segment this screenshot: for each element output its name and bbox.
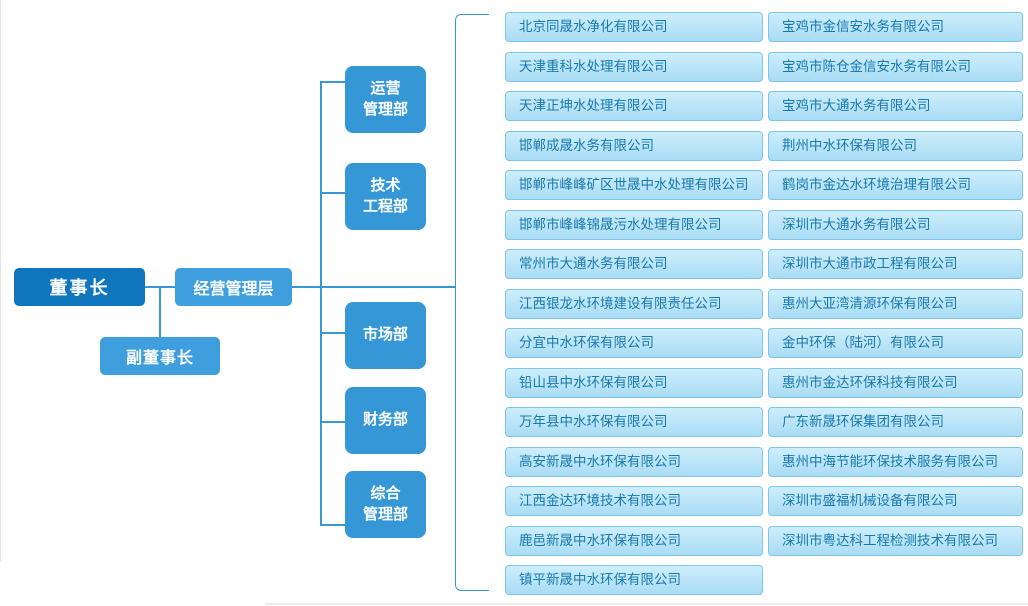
company-node: 高安新晟中水环保有限公司 — [505, 446, 763, 477]
company-node: 深圳市大通水务有限公司 — [768, 209, 1023, 240]
company-node: 邯郸市峰峰锦晟污水处理有限公司 — [505, 209, 763, 240]
node-department: 市场部 — [345, 302, 426, 369]
connector-dept-stub — [320, 421, 345, 423]
company-node: 深圳市大通市政工程有限公司 — [768, 249, 1023, 279]
connector-management-companies — [292, 286, 456, 288]
company-node: 万年县中水环保有限公司 — [505, 407, 763, 437]
company-node: 金中环保（陆河）有限公司 — [768, 328, 1023, 358]
node-department: 运营 管理部 — [345, 66, 426, 133]
company-column-left: 北京同晟水净化有限公司天津重科水处理有限公司天津正坤水处理有限公司邯郸成晟水务有… — [505, 12, 763, 595]
page-left-border — [0, 0, 1, 562]
company-node: 北京同晟水净化有限公司 — [505, 12, 763, 42]
page-bottom-border — [265, 603, 1028, 605]
connector-vice-chairman — [159, 287, 161, 338]
company-node: 邯郸市峰峰矿区世晟中水处理有限公司 — [505, 170, 763, 200]
company-node: 深圳市粤达科工程检测技术有限公司 — [768, 525, 1023, 556]
node-department: 财务部 — [345, 387, 426, 454]
company-node: 分宜中水环保有限公司 — [505, 328, 763, 358]
company-node: 荆州中水环保有限公司 — [768, 130, 1023, 161]
company-node: 宝鸡市金信安水务有限公司 — [768, 12, 1023, 42]
company-node: 深圳市盛福机械设备有限公司 — [768, 486, 1023, 516]
company-node: 鹿邑新晟中水环保有限公司 — [505, 525, 763, 556]
company-node: 常州市大通水务有限公司 — [505, 249, 763, 279]
company-node: 惠州大亚湾清源环保有限公司 — [768, 288, 1023, 319]
connector-companies-bracket — [455, 14, 489, 591]
connector-dept-stub — [320, 524, 345, 526]
company-node: 宝鸡市陈仓金信安水务有限公司 — [768, 51, 1023, 82]
company-node: 铅山县中水环保有限公司 — [505, 367, 763, 398]
company-node: 邯郸成晟水务有限公司 — [505, 130, 763, 161]
company-node: 鹤岗市金达水环境治理有限公司 — [768, 170, 1023, 200]
company-node: 天津正坤水处理有限公司 — [505, 91, 763, 121]
node-department: 技术 工程部 — [345, 163, 426, 230]
node-vice-chairman: 副董事长 — [100, 337, 220, 375]
company-node: 镇平新晟中水环保有限公司 — [505, 565, 763, 595]
company-node: 天津重科水处理有限公司 — [505, 51, 763, 82]
connector-dept-stub — [320, 81, 345, 83]
company-node: 广东新晟环保集团有限公司 — [768, 407, 1023, 437]
node-department: 综合 管理部 — [345, 471, 426, 538]
connector-dept-stub — [320, 192, 345, 194]
company-column-right: 宝鸡市金信安水务有限公司宝鸡市陈仓金信安水务有限公司宝鸡市大通水务有限公司荆州中… — [768, 12, 1023, 556]
company-node: 宝鸡市大通水务有限公司 — [768, 91, 1023, 121]
department-column: 运营 管理部技术 工程部市场部财务部综合 管理部 — [345, 0, 426, 606]
company-node: 惠州中海节能环保技术服务有限公司 — [768, 446, 1023, 477]
connector-department-trunk — [320, 82, 322, 526]
connector-dept-stub — [320, 332, 345, 334]
company-node: 惠州市金达环保科技有限公司 — [768, 367, 1023, 398]
company-node: 江西金达环境技术有限公司 — [505, 486, 763, 516]
node-chairman: 董事长 — [14, 268, 145, 306]
node-management-layer: 经营管理层 — [175, 268, 292, 306]
company-node: 江西银龙水环境建设有限责任公司 — [505, 288, 763, 319]
